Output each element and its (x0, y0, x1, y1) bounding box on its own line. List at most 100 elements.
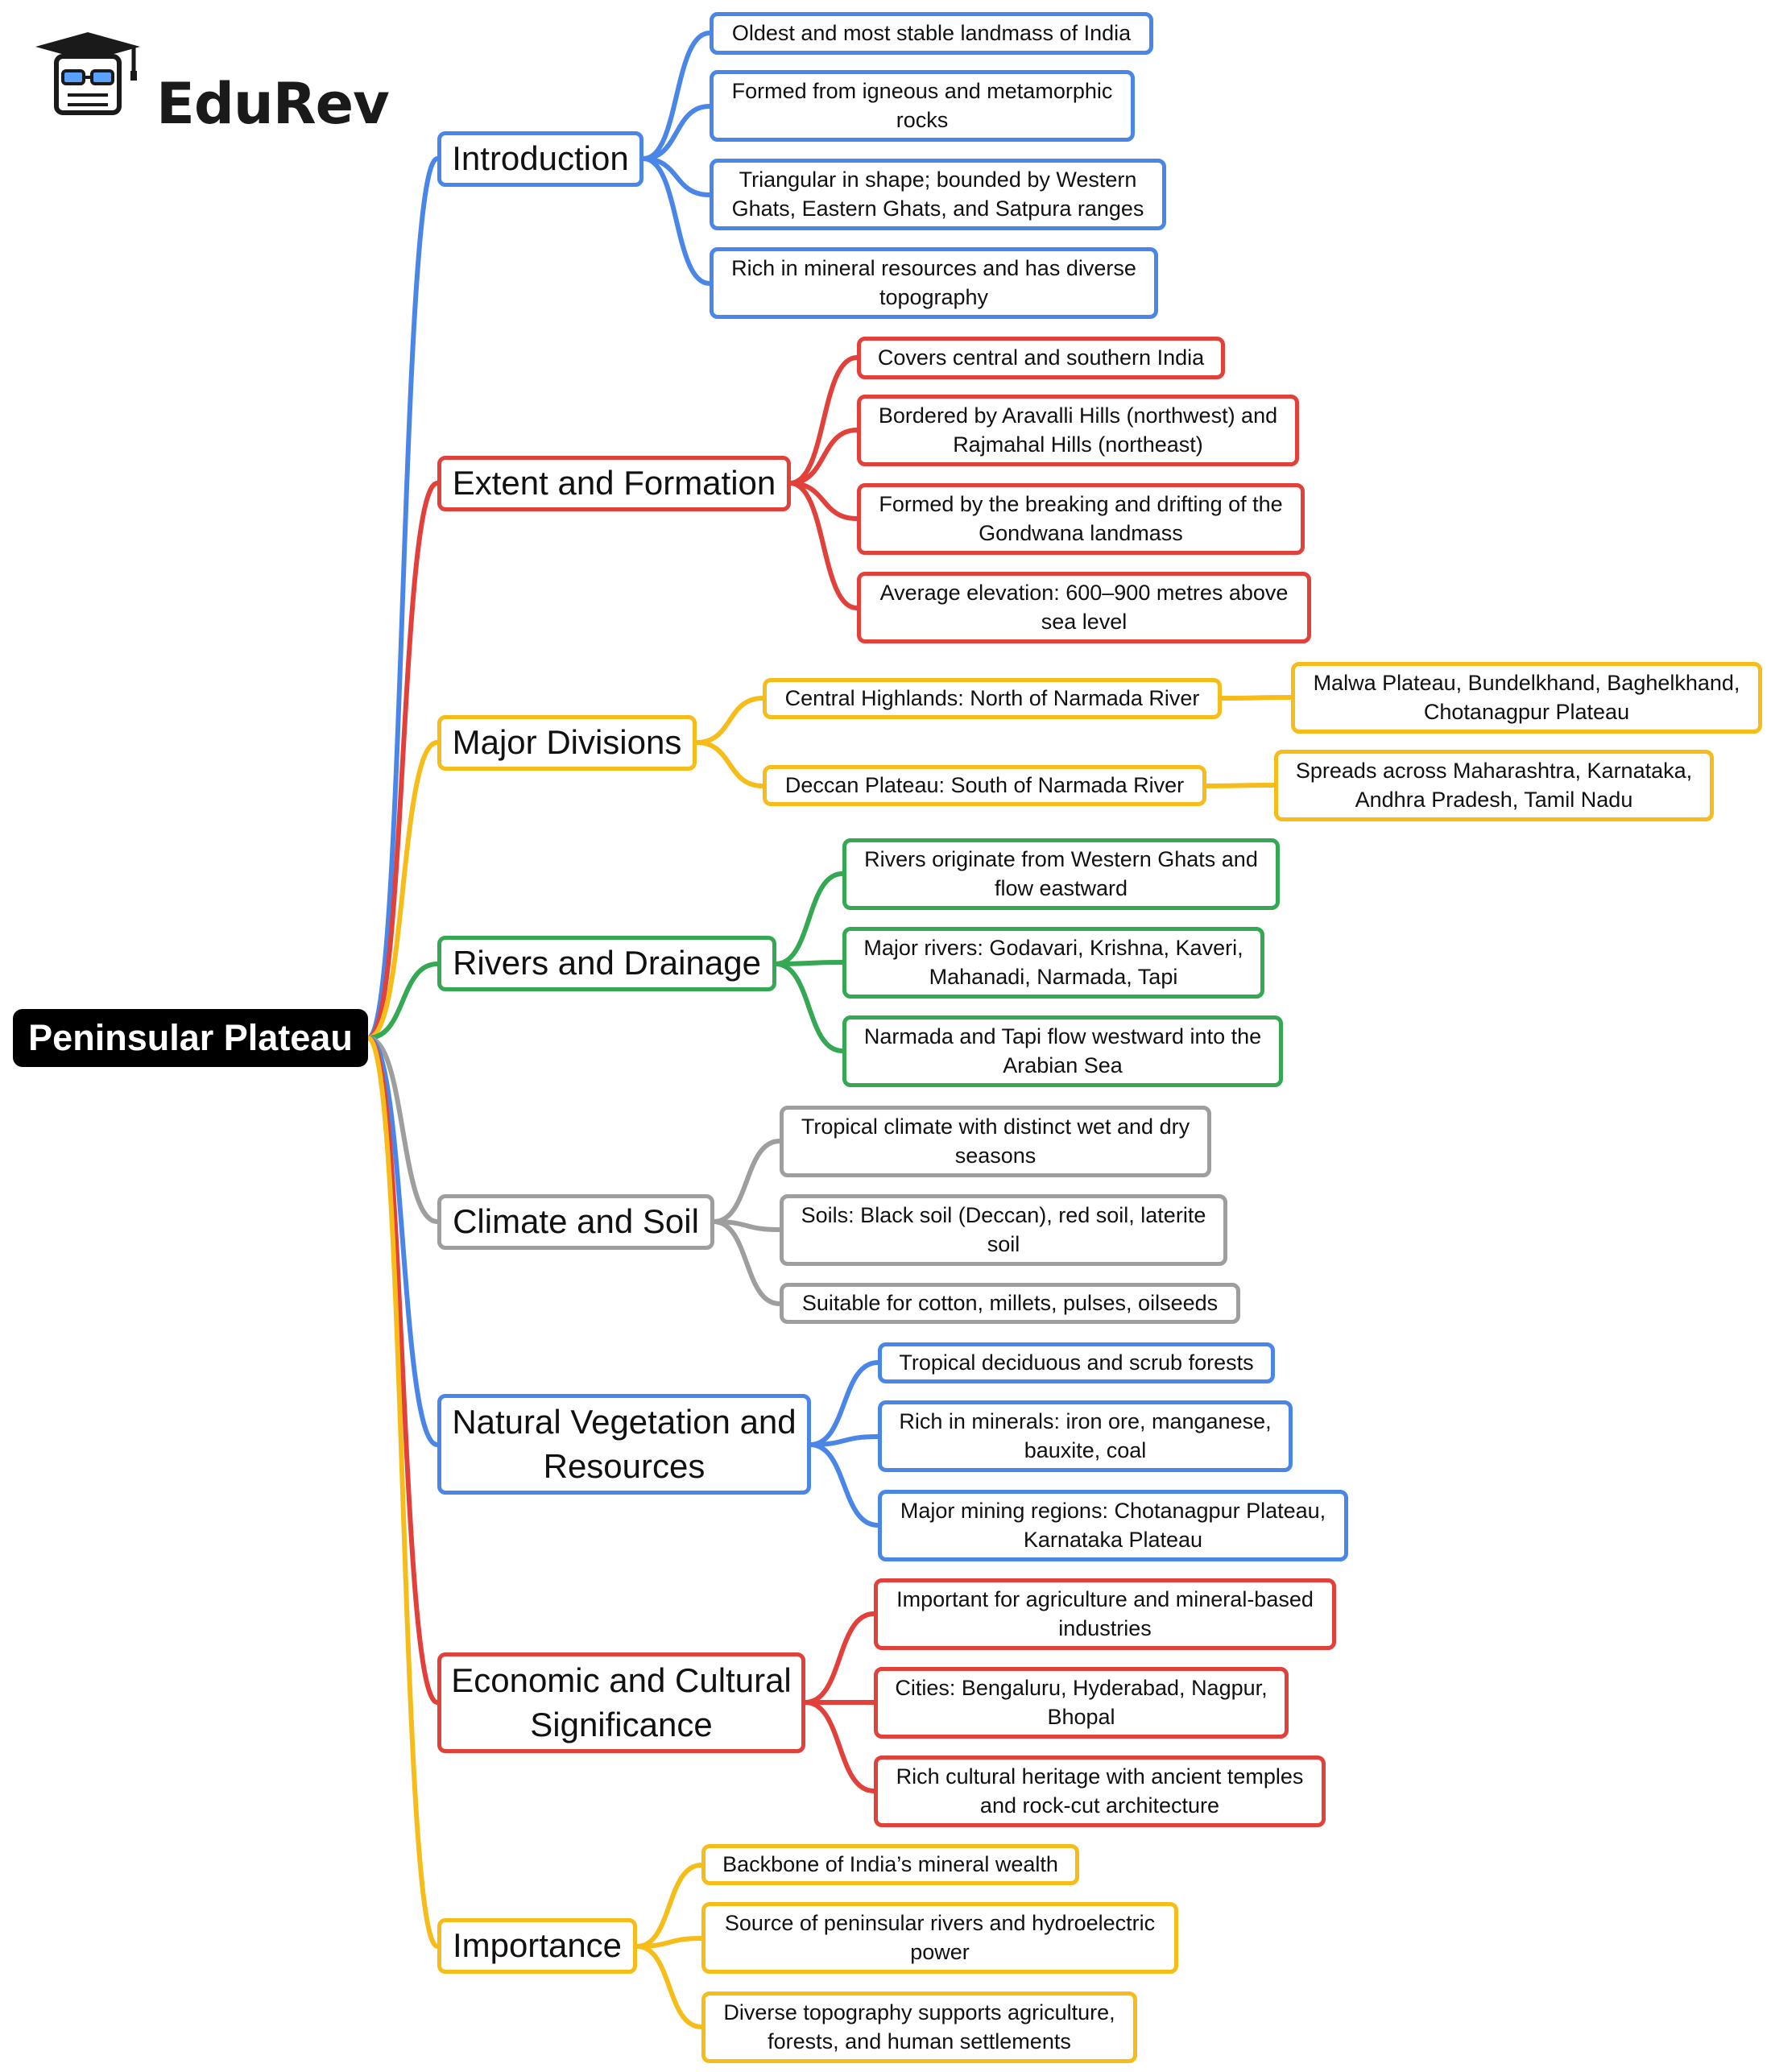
branch-8-leaf-1[interactable]: Backbone of India’s mineral wealth (701, 1844, 1079, 1885)
link-root-branch-2 (366, 481, 440, 1040)
branch-6-leaf-1[interactable]: Tropical deciduous and scrub forests (878, 1342, 1275, 1383)
link-branch-3-leaf-1 (694, 696, 765, 745)
branch-6-leaf-1-label: Tropical deciduous and scrub forests (899, 1350, 1254, 1375)
link-branch-6-leaf-2 (808, 1434, 880, 1447)
branch-1-leaf-4-label: Rich in mineral resources and has divers… (731, 255, 1136, 309)
link-branch-7-leaf-1 (803, 1611, 876, 1705)
branch-3-leaf-1[interactable]: Central Highlands: North of Narmada Rive… (763, 678, 1222, 719)
branch-3-leaf-1-label: Central Highlands: North of Narmada Rive… (784, 685, 1200, 710)
branch-2-leaf-3-label: Formed by the breaking and drifting of t… (879, 491, 1283, 545)
link-root-branch-1 (366, 156, 440, 1040)
branch-6-label: Natural Vegetation and Resources (452, 1402, 797, 1485)
branch-7-label: Economic and Cultural Significance (451, 1660, 792, 1743)
branch-8[interactable]: Importance (437, 1918, 637, 1974)
link-branch-5-leaf-1 (711, 1139, 782, 1224)
link-branch-4-leaf-1 (773, 871, 845, 966)
link-branch-8-leaf-1 (635, 1863, 704, 1949)
branch-4-label: Rivers and Drainage (453, 944, 761, 982)
branch-4-leaf-2-label: Major rivers: Godavari, Krishna, Kaveri,… (863, 935, 1243, 989)
link-branch-6-leaf-1 (808, 1360, 880, 1447)
branch-8-leaf-2-label: Source of peninsular rivers and hydroele… (724, 1910, 1156, 1964)
branch-2-leaf-2-label: Bordered by Aravalli Hills (northwest) a… (878, 403, 1278, 457)
root-node[interactable]: Peninsular Plateau (13, 1009, 368, 1067)
branch-2-leaf-4[interactable]: Average elevation: 600–900 metres above … (857, 572, 1311, 643)
branch-2-leaf-1-label: Covers central and southern India (877, 345, 1205, 370)
branch-6-leaf-2-label: Rich in minerals: iron ore, manganese, b… (899, 1408, 1272, 1462)
branch-4-leaf-1-label: Rivers originate from Western Ghats and … (864, 846, 1258, 900)
branch-3-leaf-2[interactable]: Deccan Plateau: South of Narmada River (763, 765, 1206, 806)
branch-3-leaf-1-sub-1[interactable]: Malwa Plateau, Bundelkhand, Baghelkhand,… (1291, 662, 1762, 734)
branch-6-leaf-2[interactable]: Rich in minerals: iron ore, manganese, b… (878, 1400, 1293, 1472)
branch-3-leaf-2-label: Deccan Plateau: South of Narmada River (784, 772, 1185, 797)
link-branch-8-leaf-3 (635, 1944, 704, 2029)
branch-5-label: Climate and Soil (453, 1202, 699, 1241)
branch-8-leaf-2[interactable]: Source of peninsular rivers and hydroele… (701, 1902, 1178, 1974)
branch-6-leaf-3[interactable]: Major mining regions: Chotanagpur Platea… (878, 1490, 1348, 1561)
link-branch-1-leaf-1 (641, 31, 712, 161)
link-root-branch-5 (366, 1036, 440, 1224)
branch-8-label: Importance (452, 1926, 623, 1965)
link-branch-4-leaf-3 (773, 962, 845, 1053)
branch-1-leaf-3[interactable]: Triangular in shape; bounded by Western … (710, 159, 1166, 230)
branch-1-leaf-2[interactable]: Formed from igneous and metamorphic rock… (710, 70, 1135, 142)
branch-3-leaf-2-sub-1[interactable]: Spreads across Maharashtra, Karnataka, A… (1274, 750, 1714, 821)
link-root-branch-4 (366, 962, 440, 1040)
link-branch-2-leaf-1 (788, 355, 859, 486)
branch-5-leaf-2-label: Soils: Black soil (Deccan), red soil, la… (801, 1202, 1206, 1256)
branch-7-leaf-3[interactable]: Rich cultural heritage with ancient temp… (874, 1756, 1326, 1827)
branch-7[interactable]: Economic and Cultural Significance (437, 1652, 805, 1753)
branch-1[interactable]: Introduction (437, 131, 643, 187)
brand-logo: EduRev (27, 29, 390, 137)
link-branch-6-leaf-3 (808, 1442, 880, 1528)
branch-2[interactable]: Extent and Formation (437, 456, 791, 511)
branch-6[interactable]: Natural Vegetation and Resources (437, 1394, 811, 1495)
branch-3-label: Major Divisions (452, 723, 682, 762)
branch-4[interactable]: Rivers and Drainage (437, 936, 776, 991)
branch-6-leaf-3-label: Major mining regions: Chotanagpur Platea… (900, 1498, 1326, 1552)
branch-4-leaf-3[interactable]: Narmada and Tapi flow westward into the … (842, 1015, 1283, 1087)
graduation-cap-icon (35, 32, 140, 115)
link-branch-5-leaf-3 (711, 1219, 782, 1306)
branch-2-leaf-3[interactable]: Formed by the breaking and drifting of t… (857, 483, 1305, 555)
branch-1-leaf-2-label: Formed from igneous and metamorphic rock… (731, 78, 1113, 132)
root-node-label: Peninsular Plateau (28, 1017, 353, 1059)
branch-1-leaf-3-label: Triangular in shape; bounded by Western … (731, 167, 1144, 221)
branch-4-leaf-3-label: Narmada and Tapi flow westward into the … (863, 1024, 1262, 1077)
brand-name: EduRev (156, 71, 390, 137)
link-root-branch-3 (366, 740, 440, 1040)
branch-3-leaf-1-sub-1-label: Malwa Plateau, Bundelkhand, Baghelkhand,… (1313, 670, 1740, 724)
branch-2-leaf-2[interactable]: Bordered by Aravalli Hills (northwest) a… (857, 395, 1299, 466)
branch-7-leaf-1[interactable]: Important for agriculture and mineral-ba… (874, 1578, 1336, 1650)
link-branch-2-leaf-2 (788, 428, 859, 486)
link-branch-4-leaf-2 (773, 960, 845, 966)
branch-3[interactable]: Major Divisions (437, 715, 697, 771)
branch-3-leaf-2-sub-1-label: Spreads across Maharashtra, Karnataka, A… (1295, 758, 1693, 812)
branch-1-leaf-4[interactable]: Rich in mineral resources and has divers… (710, 247, 1158, 319)
branch-1-leaf-1[interactable]: Oldest and most stable landmass of India (710, 12, 1153, 55)
link-branch-3-leaf-1-sub-1 (1219, 695, 1293, 701)
link-branch-8-leaf-2 (635, 1936, 704, 1949)
branch-5-leaf-3-label: Suitable for cotton, millets, pulses, oi… (801, 1290, 1219, 1315)
branch-7-leaf-2[interactable]: Cities: Bengaluru, Hyderabad, Nagpur, Bh… (874, 1667, 1289, 1739)
branch-5-leaf-1[interactable]: Tropical climate with distinct wet and d… (780, 1106, 1211, 1177)
branch-2-leaf-1[interactable]: Covers central and southern India (857, 337, 1225, 379)
branch-5-leaf-1-label: Tropical climate with distinct wet and d… (801, 1114, 1190, 1168)
branch-8-leaf-1-label: Backbone of India’s mineral wealth (722, 1851, 1058, 1876)
branch-5[interactable]: Climate and Soil (437, 1194, 714, 1250)
branch-1-label: Introduction (452, 139, 629, 178)
branch-2-leaf-4-label: Average elevation: 600–900 metres above … (879, 580, 1289, 634)
branch-5-leaf-2[interactable]: Soils: Black soil (Deccan), red soil, la… (780, 1194, 1227, 1266)
branch-7-leaf-1-label: Important for agriculture and mineral-ba… (896, 1586, 1314, 1640)
branch-4-leaf-1[interactable]: Rivers originate from Western Ghats and … (842, 838, 1280, 910)
branch-5-leaf-3[interactable]: Suitable for cotton, millets, pulses, oi… (780, 1283, 1240, 1324)
branch-4-leaf-2[interactable]: Major rivers: Godavari, Krishna, Kaveri,… (842, 927, 1264, 999)
link-root-branch-6 (366, 1036, 440, 1447)
branch-8-leaf-3[interactable]: Diverse topography supports agriculture,… (701, 1991, 1137, 2063)
branch-7-leaf-3-label: Rich cultural heritage with ancient temp… (896, 1764, 1304, 1818)
link-branch-1-leaf-4 (641, 156, 712, 286)
link-branch-1-leaf-2 (641, 104, 712, 161)
link-branch-2-leaf-4 (788, 481, 859, 610)
link-branch-3-leaf-2-sub-1 (1204, 783, 1277, 788)
